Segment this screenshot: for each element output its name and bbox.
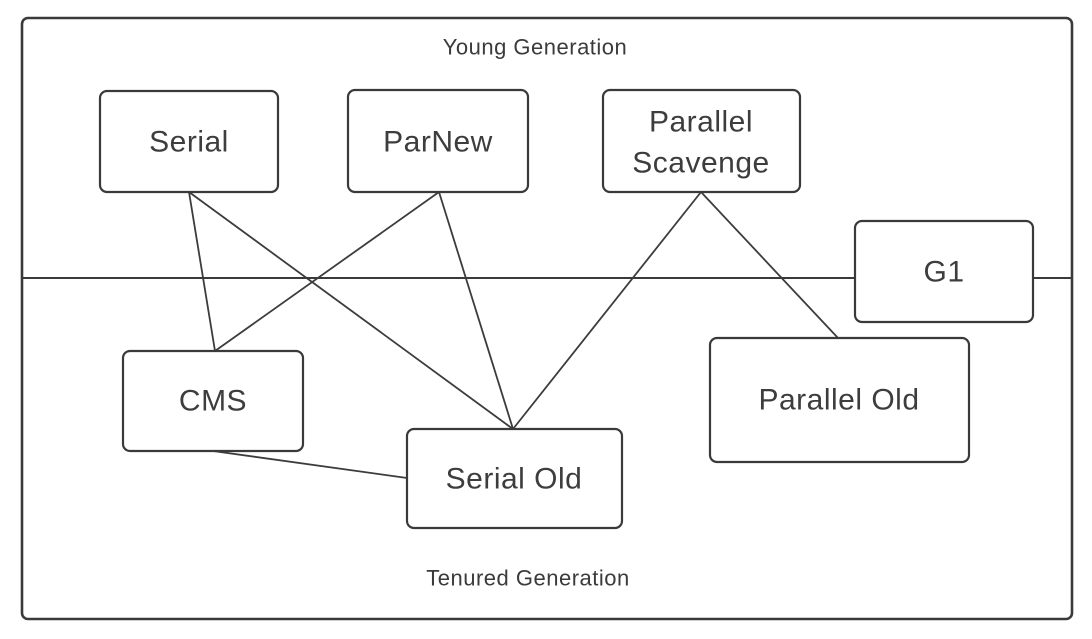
node-parallel-old-label: Parallel Old xyxy=(758,384,919,417)
edge-parnew-to-serial-old xyxy=(438,191,514,430)
tenured-generation-label: Tenured Generation xyxy=(426,566,629,591)
node-parnew-label: ParNew xyxy=(383,126,493,159)
node-parallel-old-box xyxy=(708,336,971,464)
node-cms-label: CMS xyxy=(179,385,247,418)
node-cms: CMS xyxy=(121,349,305,453)
edge-parnew-to-cms xyxy=(214,191,440,352)
node-serial-box xyxy=(98,89,280,194)
node-parallel-old: Parallel Old xyxy=(708,336,971,464)
node-cms-box xyxy=(121,349,305,453)
node-parallel-scavenge-box xyxy=(601,88,802,194)
node-serial-old: Serial Old xyxy=(405,427,624,530)
heap-boundary-frame xyxy=(20,16,1074,621)
node-g1-label: G1 xyxy=(923,256,964,289)
node-serial-old-box xyxy=(405,427,624,530)
edge-serial-to-serial-old xyxy=(188,191,514,430)
node-g1: G1 xyxy=(853,219,1035,324)
node-parallel-scavenge-label-line1: Parallel xyxy=(649,106,753,139)
edge-parallel-scavenge-to-serial-old xyxy=(512,191,702,430)
edge-parallel-scavenge-to-parallel-old xyxy=(700,191,839,339)
node-parnew: ParNew xyxy=(346,88,530,194)
node-parnew-box xyxy=(346,88,530,194)
edge-serial-to-cms xyxy=(188,191,216,352)
node-serial-label: Serial xyxy=(149,126,229,159)
node-g1-box xyxy=(853,219,1035,324)
edge-cms-to-serial-old xyxy=(212,450,408,479)
node-serial-old-label: Serial Old xyxy=(446,463,583,496)
node-parallel-scavenge-label-line2: Scavenge xyxy=(632,147,769,180)
young-generation-label: Young Generation xyxy=(443,35,628,60)
node-serial: Serial xyxy=(98,89,280,194)
